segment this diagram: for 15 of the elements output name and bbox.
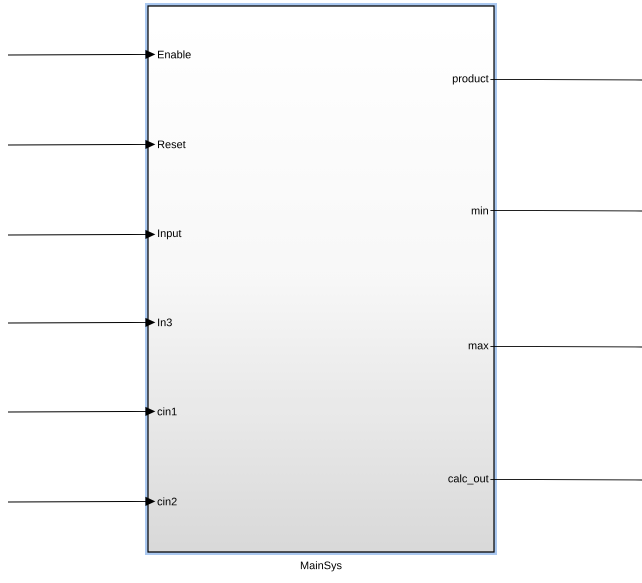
- port-label: calc_out: [448, 474, 489, 484]
- signal-line: [490, 478, 642, 480]
- port-label: max: [468, 343, 489, 350]
- signal-line: [490, 78, 642, 80]
- port-label: min: [472, 206, 488, 214]
- signal-line: [490, 210, 642, 212]
- port-label: cin2: [158, 497, 177, 506]
- port-label: Input: [158, 230, 182, 240]
- port-label: Reset: [158, 140, 186, 148]
- port-label: cin1: [158, 407, 177, 416]
- node-label: MainSys: [300, 561, 342, 572]
- port-label: Enable: [158, 50, 191, 58]
- signal-line: [490, 346, 642, 348]
- port-label: product: [452, 74, 489, 84]
- port-label: In3: [158, 318, 172, 326]
